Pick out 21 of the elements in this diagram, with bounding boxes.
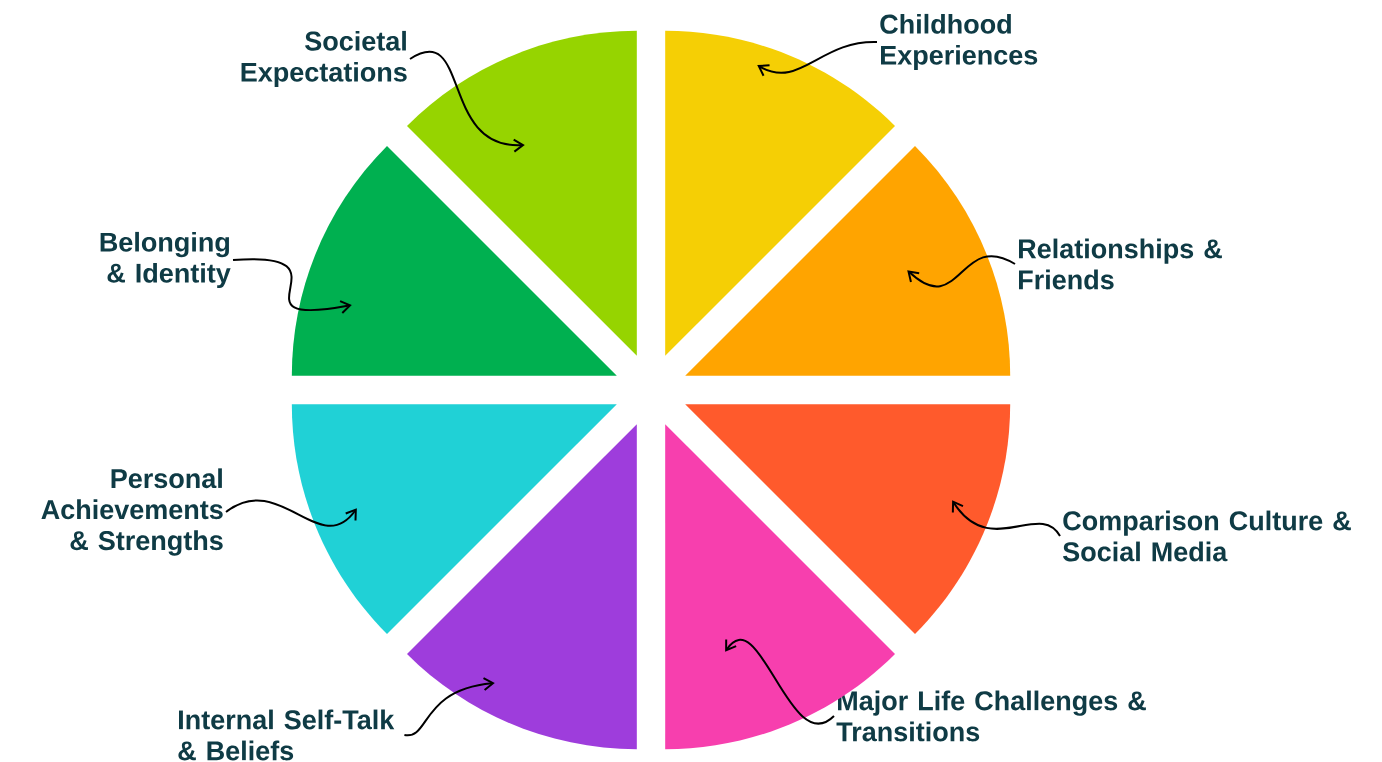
wheel-segment [291,404,617,634]
leader-arrow [409,51,525,153]
leader-arrow [725,638,835,724]
wheel-segment [685,146,1011,376]
wheel-segment [685,404,1011,634]
leader-arrow [225,499,357,527]
wheel-segment [407,30,637,356]
leader-arrow [951,500,1061,537]
label-text: Relationships & Friends [1019,238,1222,290]
label-text: Personal Achievements & Strengths [41,468,223,556]
label-text: Societal Expectations [241,30,407,88]
leader-arrow [757,41,878,77]
label-text: Internal Self-Talk & Beliefs [178,709,395,761]
label-text: Comparison Culture & Social Media [1063,510,1351,562]
wheel-segment [291,146,617,376]
wheel-segment [407,424,637,750]
label-text: Belonging & Identity [100,231,231,289]
label-text: Childhood Experiences [880,13,1038,71]
leader-arrow [232,258,352,314]
leader-arrow [907,255,1016,288]
leader-arrow [403,677,495,737]
